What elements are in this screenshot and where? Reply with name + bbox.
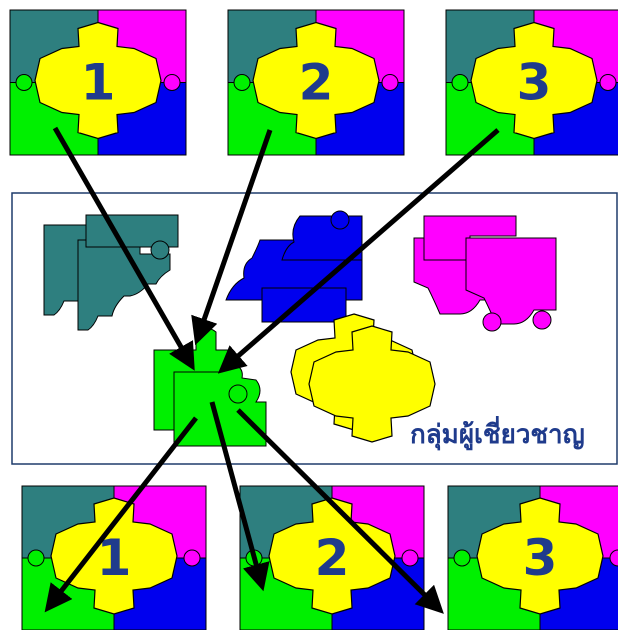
group-number: 3: [517, 54, 552, 112]
home-group-bottom-2: 2: [240, 486, 424, 630]
home-groups-top: 1 2 3: [10, 10, 618, 155]
group-number: 1: [81, 54, 116, 112]
group-number: 2: [315, 529, 350, 587]
home-group-bottom-3: 3: [448, 486, 618, 630]
group-number: 3: [523, 529, 558, 587]
expert-group-label: กลุ่มผู้เชี่ยวชาญ: [410, 415, 585, 451]
group-number: 2: [299, 54, 334, 112]
home-group-top-2: 2: [228, 10, 404, 155]
home-group-top-1: 1: [10, 10, 186, 155]
home-group-top-3: 3: [446, 10, 618, 155]
